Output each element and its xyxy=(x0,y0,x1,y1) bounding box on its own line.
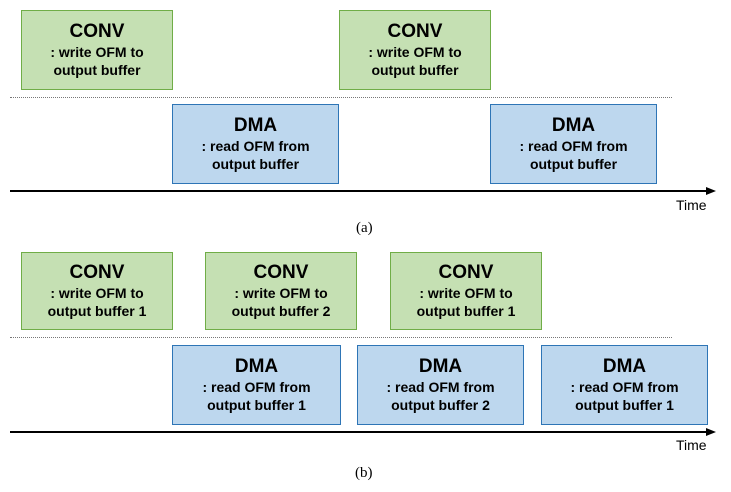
conv-desc-line2: output buffer 1 xyxy=(47,303,147,319)
conv-title: CONV xyxy=(69,262,125,283)
time-label-b: Time xyxy=(676,437,707,453)
dma-desc-line1: : read OFM from xyxy=(201,138,310,154)
conv-desc-line1: : write OFM to xyxy=(234,285,328,301)
dma-block-b-2: DMA : read OFM from output buffer 2 xyxy=(357,345,524,425)
conv-block-a-2: CONV : write OFM to output buffer xyxy=(339,10,491,90)
dma-block-a-1: DMA : read OFM from output buffer xyxy=(172,104,339,184)
conv-title: CONV xyxy=(253,262,309,283)
conv-desc-line1: : write OFM to xyxy=(50,285,144,301)
lane-divider-b xyxy=(10,337,672,338)
dma-desc-line2: output buffer 1 xyxy=(575,397,674,413)
dma-desc-line2: output buffer 2 xyxy=(391,397,490,413)
conv-desc-line1: : write OFM to xyxy=(50,44,144,60)
dma-block-b-1: DMA : read OFM from output buffer 1 xyxy=(172,345,341,425)
conv-block-b-3: CONV : write OFM to output buffer 1 xyxy=(390,252,542,330)
time-axis-a xyxy=(10,190,708,192)
conv-block-b-1: CONV : write OFM to output buffer 1 xyxy=(21,252,173,330)
conv-desc-line1: : write OFM to xyxy=(368,44,462,60)
conv-title: CONV xyxy=(387,21,443,42)
conv-block-a-1: CONV : write OFM to output buffer xyxy=(21,10,173,90)
dma-title: DMA xyxy=(233,115,278,136)
time-arrowhead-a xyxy=(706,187,716,195)
dma-desc-line1: : read OFM from xyxy=(570,379,679,395)
conv-desc-line2: output buffer 1 xyxy=(416,303,516,319)
dma-desc-line1: : read OFM from xyxy=(519,138,628,154)
conv-desc-line2: output buffer 2 xyxy=(231,303,331,319)
dma-desc-line2: output buffer xyxy=(211,156,300,172)
dma-desc-line2: output buffer 1 xyxy=(207,397,306,413)
time-axis-b xyxy=(10,431,708,433)
dma-title: DMA xyxy=(551,115,596,136)
dma-block-b-3: DMA : read OFM from output buffer 1 xyxy=(541,345,708,425)
caption-b: (b) xyxy=(355,465,373,481)
conv-title: CONV xyxy=(69,21,125,42)
dma-desc-line1: : read OFM from xyxy=(386,379,495,395)
dma-desc-line2: output buffer xyxy=(529,156,618,172)
time-label-a: Time xyxy=(676,197,707,213)
dma-desc-line1: : read OFM from xyxy=(202,379,311,395)
time-arrowhead-b xyxy=(706,428,716,436)
dma-title: DMA xyxy=(234,356,279,377)
conv-title: CONV xyxy=(438,262,494,283)
dma-title: DMA xyxy=(418,356,463,377)
conv-desc-line1: : write OFM to xyxy=(419,285,513,301)
lane-divider-a xyxy=(10,97,672,98)
caption-a: (a) xyxy=(356,220,373,236)
dma-title: DMA xyxy=(602,356,647,377)
conv-block-b-2: CONV : write OFM to output buffer 2 xyxy=(205,252,357,330)
conv-desc-line2: output buffer xyxy=(53,62,141,78)
dma-block-a-2: DMA : read OFM from output buffer xyxy=(490,104,657,184)
conv-desc-line2: output buffer xyxy=(371,62,459,78)
